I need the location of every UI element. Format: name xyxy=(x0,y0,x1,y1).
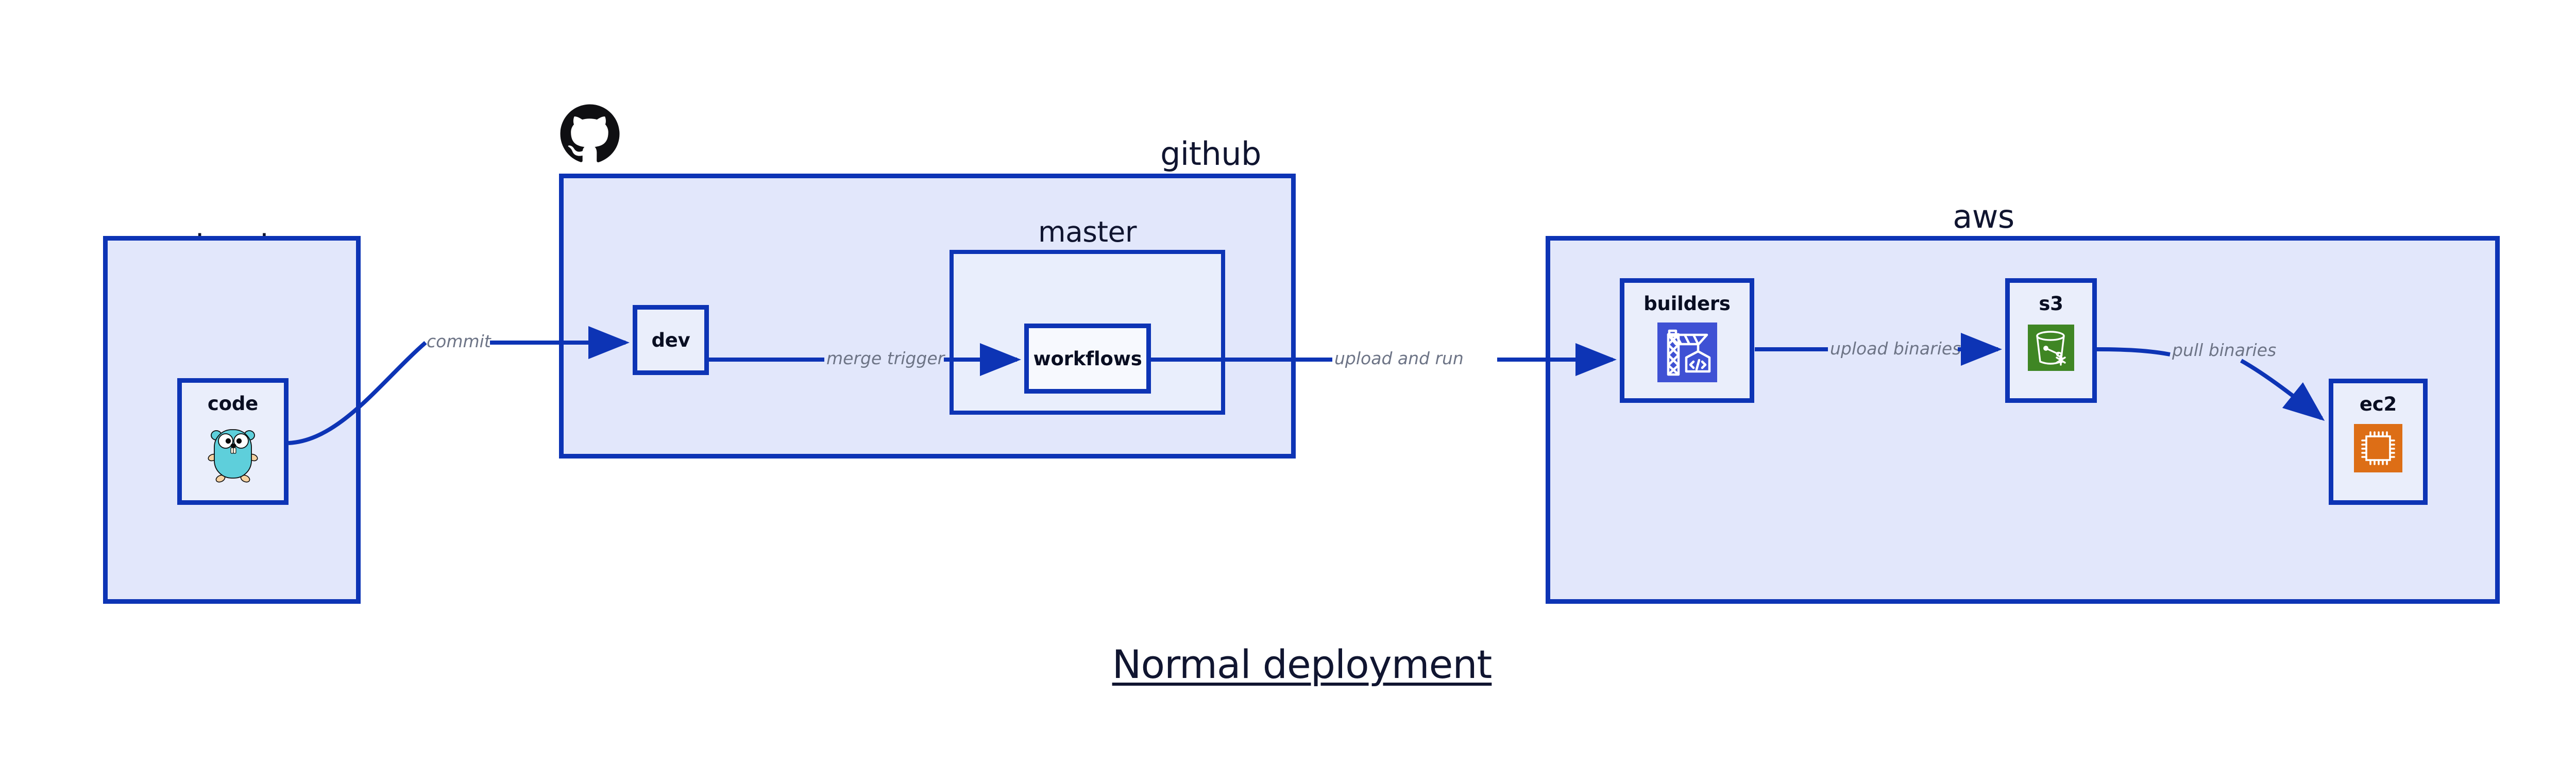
edge-label-commit: commit xyxy=(427,331,491,351)
node-workflows[interactable]: workflows xyxy=(1024,324,1151,394)
github-logo-icon xyxy=(558,103,622,175)
group-label-master-text: master xyxy=(1038,215,1137,248)
node-workflows-label: workflows xyxy=(1033,347,1142,370)
node-s3[interactable]: s3 xyxy=(2005,278,2097,403)
go-gopher-icon xyxy=(206,423,260,485)
node-ec2[interactable]: ec2 xyxy=(2329,379,2428,505)
aws-ec2-chip-icon xyxy=(2354,424,2402,474)
edge-label-merge-trigger: merge trigger xyxy=(826,348,945,368)
aws-codebuild-icon xyxy=(1657,322,1717,384)
group-label-github-text: github xyxy=(1160,135,1261,173)
node-dev-label: dev xyxy=(651,329,690,351)
page-title: Normal deployment xyxy=(0,641,2576,687)
aws-s3-bucket-icon xyxy=(2028,325,2074,373)
node-code[interactable]: code xyxy=(177,378,289,505)
group-label-aws-text: aws xyxy=(1953,198,2014,235)
node-dev[interactable]: dev xyxy=(633,305,709,375)
edge-label-upload-and-run: upload and run xyxy=(1334,348,1464,368)
group-label-master: master xyxy=(950,218,1225,246)
edge-label-upload-binaries: upload binaries xyxy=(1830,338,1961,359)
group-label-aws: aws xyxy=(1906,201,2061,233)
page-title-text: Normal deployment xyxy=(1112,641,1493,687)
group-label-github: github xyxy=(1133,138,1288,170)
node-builders[interactable]: builders xyxy=(1620,278,1754,403)
node-ec2-label: ec2 xyxy=(2359,393,2397,415)
node-builders-label: builders xyxy=(1643,293,1731,315)
node-s3-label: s3 xyxy=(2039,293,2063,315)
edge-label-pull-binaries: pull binaries xyxy=(2172,340,2277,360)
node-code-label: code xyxy=(207,393,259,415)
